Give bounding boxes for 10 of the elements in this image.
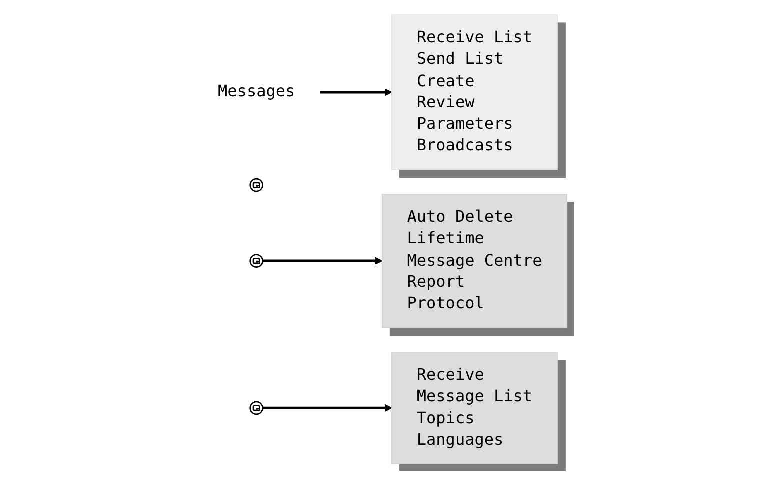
node-circle bbox=[250, 254, 264, 268]
arrow bbox=[262, 257, 383, 266]
node-text: Messages bbox=[218, 82, 296, 102]
node-circle bbox=[250, 178, 264, 192]
arrow bbox=[262, 404, 392, 412]
node-box: Auto Delete Lifetime Message Centre Report Protocol bbox=[382, 194, 568, 328]
node-circle bbox=[250, 401, 264, 416]
node-box: Receive Message List Topics Languages bbox=[391, 352, 558, 464]
arrow bbox=[320, 88, 392, 96]
node-box: Receive List Send List Create Review Parameters Broadcasts bbox=[391, 14, 558, 170]
